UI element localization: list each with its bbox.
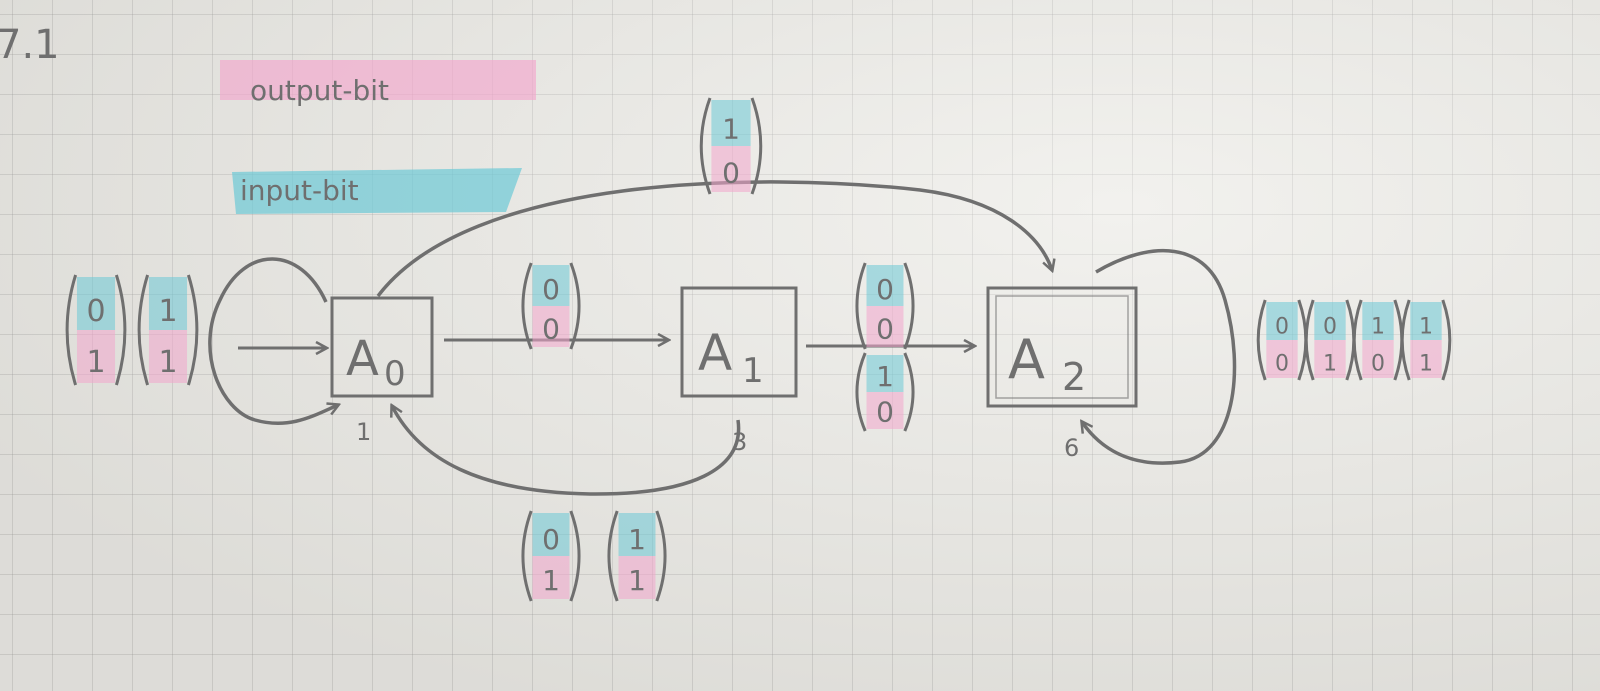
state-a1-letter: A (698, 324, 732, 382)
a1-to-a2-label: 10 (855, 352, 915, 432)
state-a1: A 1 3 (680, 286, 798, 456)
a1-to-a2-label: 00 (855, 262, 915, 350)
vector-bottom-bit: 0 (1275, 351, 1289, 376)
vector-top-bit: 0 (876, 273, 894, 306)
a0-to-a1-label: 00 (521, 262, 581, 350)
state-a0-subscript: 0 (384, 354, 406, 394)
a0-self-label: 11 (137, 274, 199, 386)
state-a0-value: 1 (356, 418, 371, 446)
input-bit-highlight (232, 168, 522, 214)
a1-to-a0-label: 11 (607, 510, 667, 602)
vector-bottom-bit: 1 (1419, 351, 1433, 376)
state-a0: A 0 1 (330, 296, 434, 446)
state-a2-letter: A (1008, 328, 1045, 391)
a2-self-label: 00 (1256, 299, 1308, 381)
state-a2: A 2 6 (986, 286, 1138, 462)
state-a0-letter: A (346, 331, 379, 387)
vector-bottom-bit: 1 (542, 564, 560, 597)
vector-bottom-bit: 0 (1371, 351, 1385, 376)
vector-top-bit: 0 (1323, 315, 1337, 340)
input-bit-label: input-bit (240, 174, 359, 207)
vector-top-bit: 1 (628, 523, 646, 556)
vector-bottom-bit: 1 (86, 345, 105, 380)
vector-top-bit: 1 (1371, 315, 1385, 340)
a1-to-a0-label: 01 (521, 510, 581, 602)
vector-bottom-bit: 0 (876, 313, 894, 346)
edge-a0-to-a2 (376, 180, 1052, 298)
vector-bottom-bit: 1 (628, 564, 646, 597)
state-a2-value: 6 (1064, 434, 1079, 462)
a0-self-label: 01 (65, 274, 127, 386)
output-bit-label: output-bit (250, 74, 389, 107)
output-bit-highlight (220, 60, 536, 100)
vector-top-bit: 1 (722, 112, 740, 145)
vector-top-bit: 1 (158, 294, 177, 329)
vector-bottom-bit: 1 (158, 345, 177, 380)
a2-self-label: 11 (1400, 299, 1452, 381)
a2-self-label: 01 (1304, 299, 1356, 381)
state-a1-value: 3 (732, 428, 747, 456)
vector-bottom-bit: 1 (1323, 351, 1337, 376)
vector-bottom-bit: 0 (542, 313, 560, 346)
vector-bottom-bit: 0 (876, 396, 894, 429)
vector-top-bit: 0 (542, 523, 560, 556)
vector-top-bit: 0 (542, 273, 560, 306)
vector-top-bit: 0 (86, 294, 105, 329)
vector-top-bit: 1 (876, 360, 894, 393)
a2-self-loop (1082, 248, 1237, 465)
a0-self-loop (208, 257, 338, 425)
state-a1-subscript: 1 (742, 351, 764, 391)
vector-top-bit: 1 (1419, 315, 1433, 340)
vector-bottom-bit: 0 (722, 156, 740, 189)
edge-a1-to-a0 (392, 406, 741, 496)
state-a2-subscript: 2 (1062, 355, 1086, 399)
a0-to-a2-label: 10 (699, 97, 763, 195)
vector-top-bit: 0 (1275, 315, 1289, 340)
a2-self-label: 10 (1352, 299, 1404, 381)
exercise-number: 7.1 (0, 22, 60, 68)
